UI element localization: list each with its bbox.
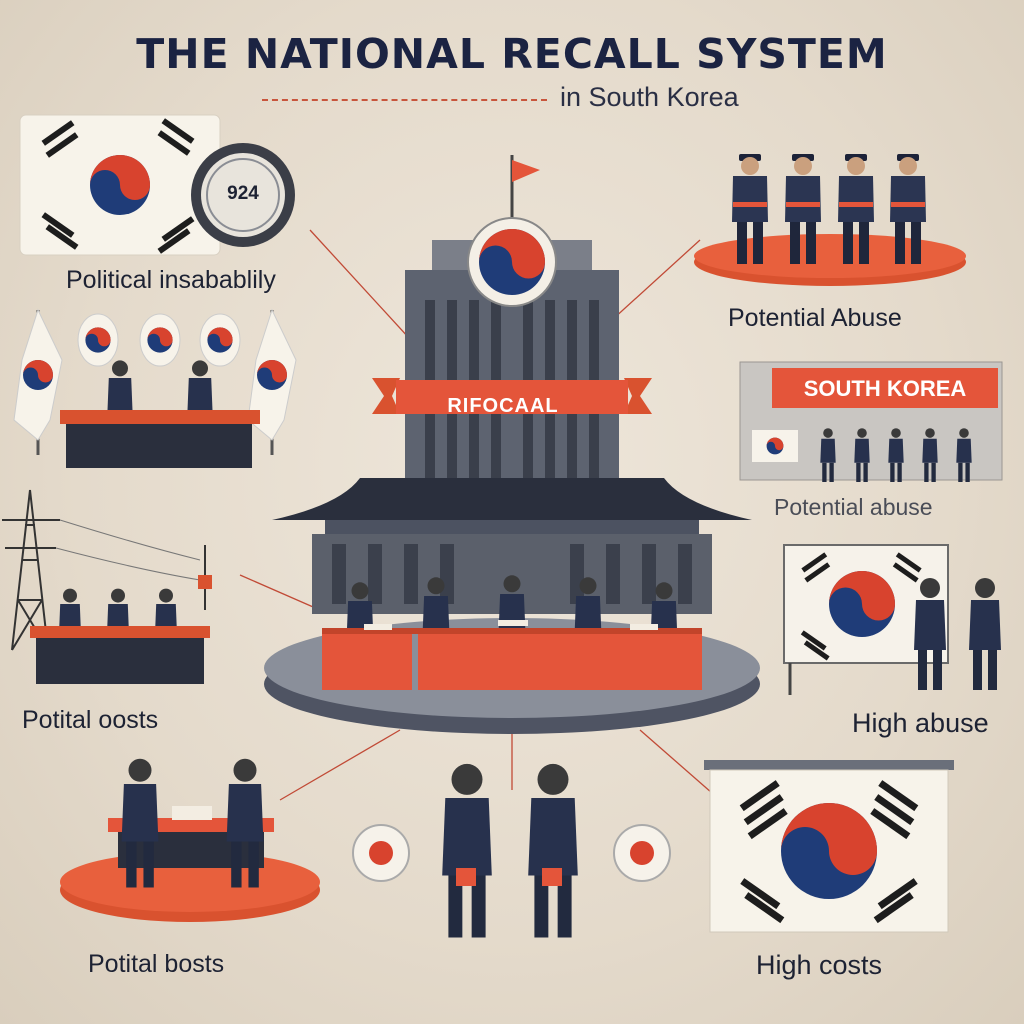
guards-platform — [694, 154, 966, 286]
number-badge — [191, 143, 295, 247]
page-title: THE NATIONAL RECALL SYSTEM — [136, 30, 888, 78]
page-subtitle: in South Korea — [560, 82, 739, 112]
badge-number: 924 — [227, 183, 259, 204]
flag-board-with-officials — [783, 544, 1001, 695]
label-mid-left: Potital oosts — [22, 706, 159, 734]
power-line-committee — [2, 489, 212, 684]
label-top-right: Potential Abuse — [728, 304, 902, 332]
label-mid-right: High abuse — [852, 708, 989, 738]
standing-officials — [352, 763, 671, 938]
desk-meeting-platform — [60, 758, 320, 922]
label-bottom-left: Potital bosts — [88, 950, 225, 978]
south-korea-sign-panel — [739, 361, 1003, 482]
center-banner-label: RIFOCAAL — [447, 395, 559, 417]
label-bottom-right: High costs — [756, 950, 883, 980]
sign-label: SOUTH KOREA — [803, 376, 967, 401]
central-building — [264, 155, 760, 734]
subtitle-rule — [262, 99, 547, 101]
label-middle-right: Potential abuse — [774, 494, 933, 520]
korean-flag-bottom-right — [704, 760, 954, 933]
korean-flag-top-left — [19, 114, 221, 256]
committee-with-flags — [13, 308, 297, 468]
label-top-left: Political insabablily — [66, 266, 276, 294]
connector-lines — [239, 229, 721, 801]
